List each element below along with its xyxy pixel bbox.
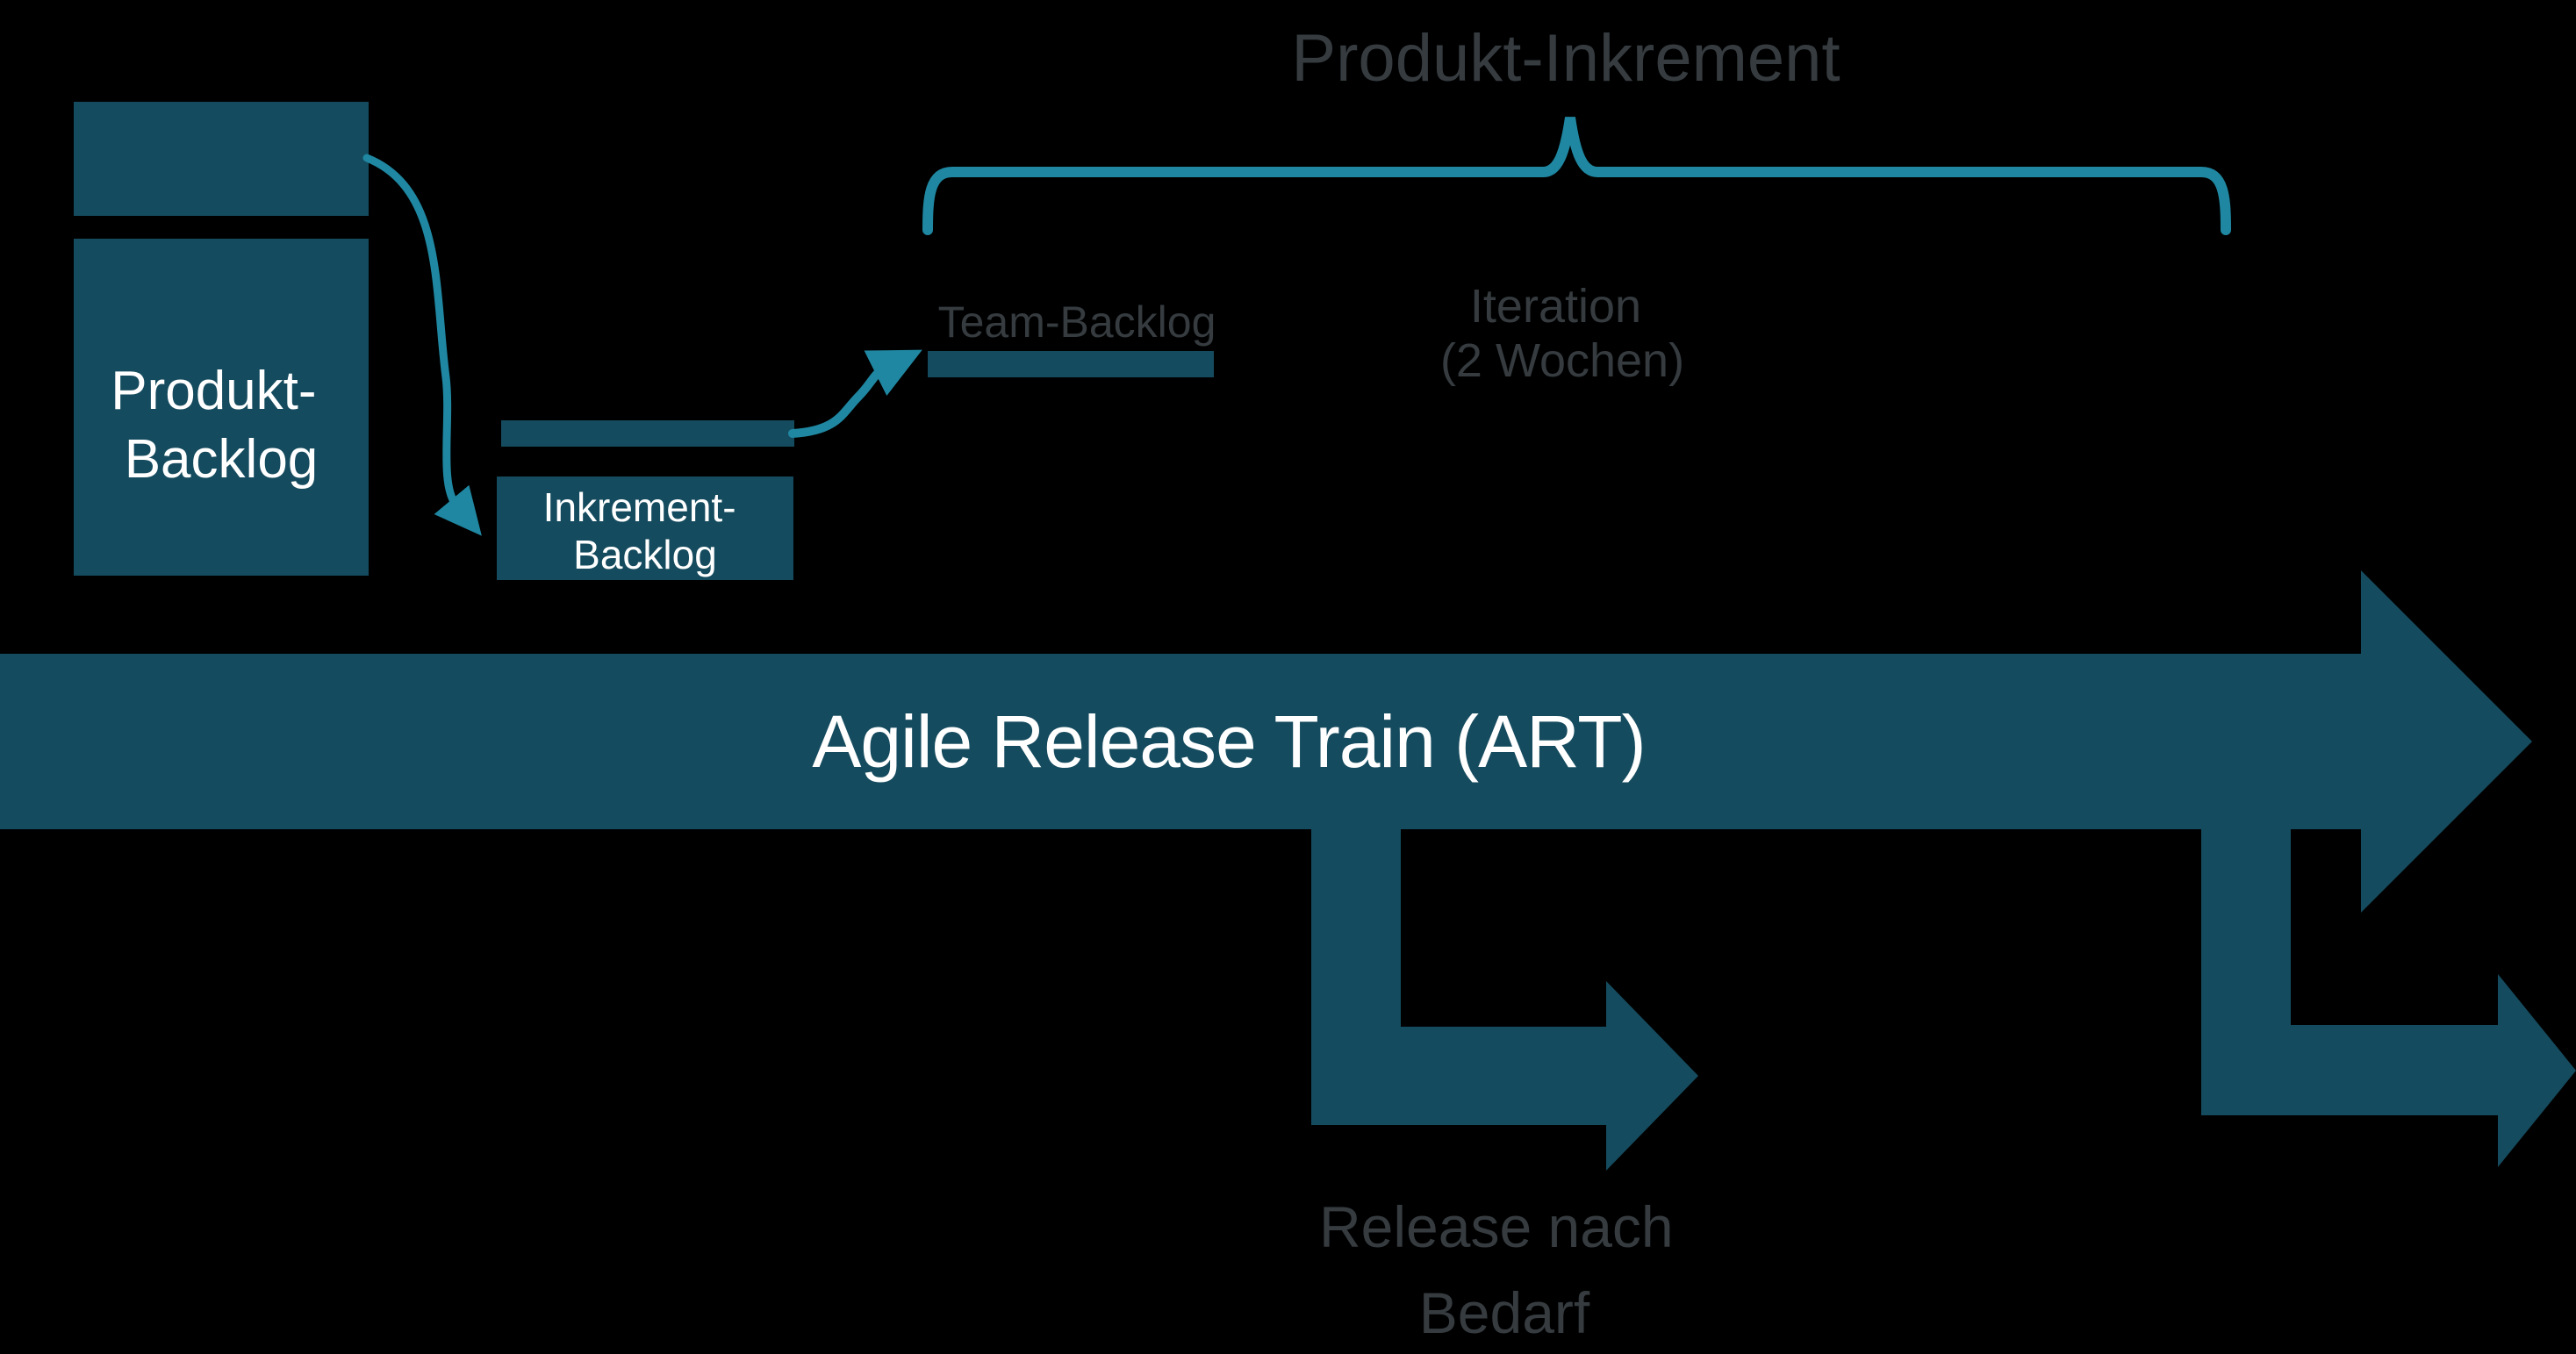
curved-arrow-inkrement-to-team bbox=[788, 349, 922, 438]
produkt-backlog-label: Produkt- Backlog bbox=[111, 361, 332, 490]
produkt-inkrement-title: Produkt-Inkrement bbox=[1291, 21, 1840, 96]
produkt-inkrement-brace bbox=[922, 117, 2231, 235]
art-band-label: Agile Release Train (ART) bbox=[812, 700, 1645, 783]
team-backlog-label: Team-Backlog bbox=[938, 297, 1216, 347]
release-label: Release nach Bedarf bbox=[1319, 1194, 1690, 1345]
release-elbow-arrow-right bbox=[2201, 829, 2576, 1167]
inkrement-backlog-label: Inkrement- Backlog bbox=[543, 484, 748, 577]
produkt-backlog-top-box bbox=[74, 102, 369, 216]
produkt-backlog-box bbox=[74, 239, 369, 576]
inkrement-backlog-box bbox=[497, 476, 793, 580]
release-elbow-arrow-middle bbox=[1311, 829, 1698, 1171]
inkrement-backlog-bar bbox=[501, 420, 794, 447]
curved-arrow-produkt-to-inkrement bbox=[362, 154, 482, 536]
iteration-label: Iteration (2 Wochen) bbox=[1440, 280, 1684, 387]
team-backlog-bar bbox=[928, 351, 1214, 377]
art-band-arrow bbox=[0, 570, 2532, 913]
